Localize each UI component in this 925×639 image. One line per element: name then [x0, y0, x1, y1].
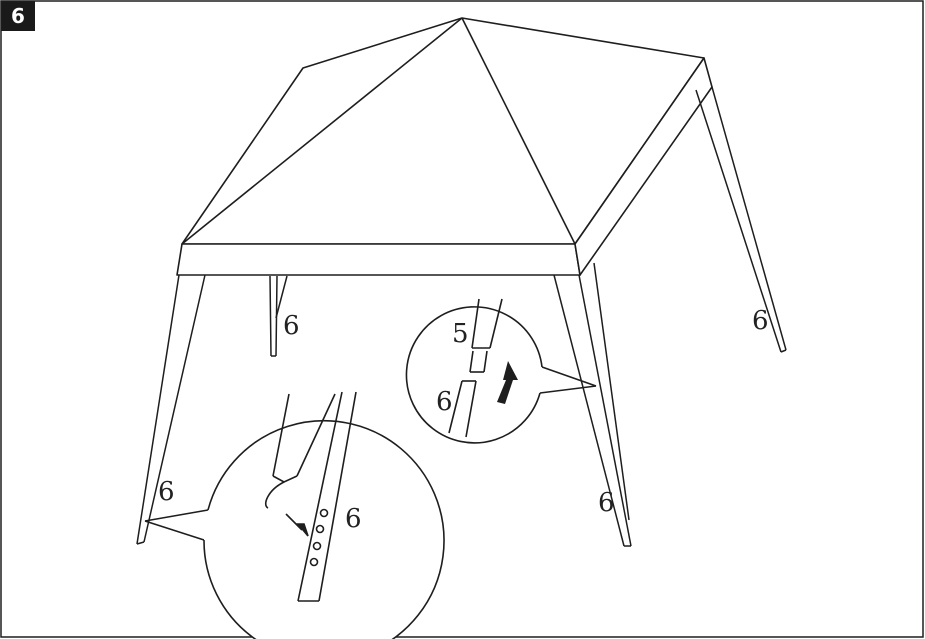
gazebo-roof: [176, 17, 713, 276]
leg-label-front-right: 6: [598, 488, 615, 518]
gazebo-legs: [136, 86, 787, 547]
leg-back-right: [695, 86, 787, 353]
leg-label-back-right: 6: [752, 306, 769, 336]
detail-label-pin-pole: 6: [345, 504, 362, 534]
leg-label-back-left: 6: [283, 311, 300, 341]
step-number-badge: 6: [1, 1, 35, 31]
detail-callout-pin: [144, 391, 445, 639]
leg-label-front-left: 6: [158, 477, 175, 507]
detail-label-upper-pole: 5: [452, 319, 469, 349]
detail-callout-insertion: [405, 298, 597, 444]
detail-label-lower-pole: 6: [436, 387, 453, 417]
leg-back-left: [269, 275, 288, 357]
leg-front-left: [136, 274, 206, 545]
leg-front-right: [553, 262, 632, 547]
